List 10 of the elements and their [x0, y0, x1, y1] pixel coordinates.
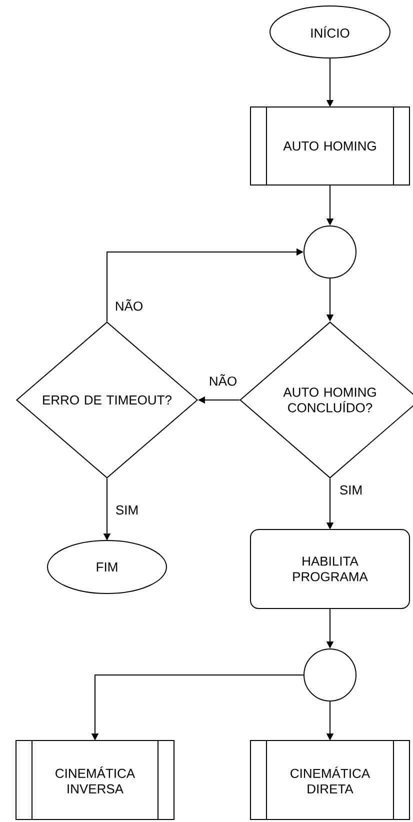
process-box: HABILITA PROGRAMA: [250, 529, 410, 609]
subprocess-box: AUTO HOMING: [250, 106, 410, 186]
connector-circle: [304, 226, 356, 278]
edge-label: NÃO: [114, 298, 144, 312]
subprocess-box: CINEMÁTICA INVERSA: [16, 740, 174, 820]
edge-label: SIM: [338, 484, 364, 496]
edge-label: NÃO: [208, 373, 238, 387]
subprocess-box: CINEMÁTICA DIRETA: [250, 740, 410, 820]
connector-circle: [304, 648, 356, 702]
edge-label: SIM: [114, 504, 140, 516]
